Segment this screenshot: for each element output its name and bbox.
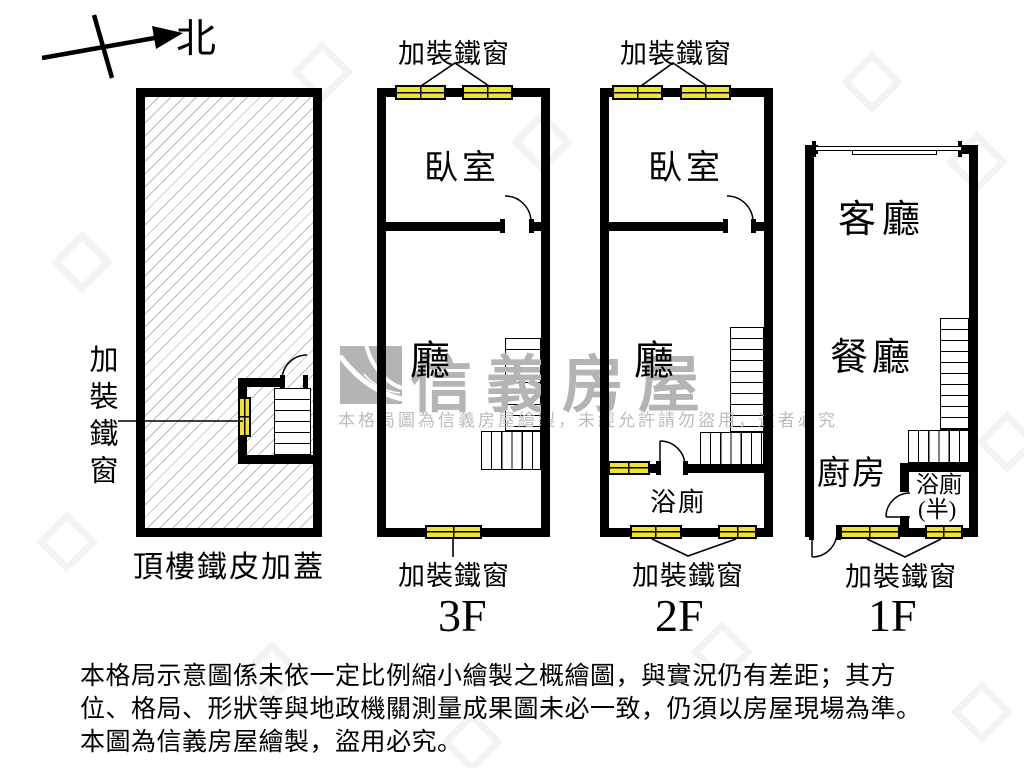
door-jamb bbox=[303, 375, 308, 389]
f1-floor-name: 1F bbox=[868, 590, 917, 641]
f2-bedroom-wall bbox=[609, 222, 727, 231]
iron-window-marker-f3-bottom bbox=[425, 525, 482, 539]
f1-bottom-pointer-line bbox=[866, 538, 942, 558]
rooftop-stairroom-wall-bottom bbox=[238, 455, 313, 464]
f3-stairs-lower-run bbox=[481, 431, 541, 470]
iron-window-marker-f2-bottom-left bbox=[630, 525, 682, 539]
door-jamb bbox=[500, 219, 505, 233]
f1-half-bath-label-line2: (半) bbox=[918, 497, 957, 522]
iron-window-marker-f3-top-right bbox=[462, 85, 513, 100]
f3-bedroom-label: 臥室 bbox=[424, 150, 500, 187]
door-jamb bbox=[751, 219, 756, 233]
iron-window-marker-rooftop bbox=[238, 397, 251, 437]
rooftop-stairroom-wall-top bbox=[238, 378, 285, 387]
watermark-notice-text: 本格局圖為信義房屋繪製，未經允許請勿盜用，違者必究 bbox=[338, 411, 838, 430]
f2-wall-bottom bbox=[600, 528, 773, 537]
f2-bottom-pointer-line bbox=[651, 538, 737, 557]
f1-storefront-window-pane bbox=[852, 150, 937, 155]
f1-stairs-upper-run bbox=[940, 318, 969, 430]
f3-wall-right bbox=[541, 88, 550, 537]
f3-stairs-upper-run bbox=[505, 338, 541, 431]
f1-kitchen-label: 廚房 bbox=[817, 456, 887, 492]
f1-iron-window-label: 加裝鐵窗 bbox=[845, 562, 957, 592]
f1-living-room-label: 客廳 bbox=[838, 199, 927, 241]
door-jamb bbox=[723, 219, 728, 233]
f3-hall-label: 廳 bbox=[410, 338, 450, 383]
f1-wall-bottom bbox=[840, 528, 978, 537]
f2-hall-label: 廳 bbox=[634, 338, 674, 383]
door-jamb bbox=[280, 375, 285, 389]
f1-entrance-door-arc bbox=[811, 531, 838, 558]
f1-stairs-lower-run bbox=[908, 430, 969, 463]
iron-window-marker-f2-interior bbox=[608, 461, 650, 475]
north-arrow-head-icon bbox=[152, 26, 183, 49]
f3-floor-name: 3F bbox=[438, 590, 487, 641]
f2-bedroom-label: 臥室 bbox=[648, 150, 724, 187]
disclaimer-line-1: 本格局示意圖係未依一定比例縮小繪製之概繪圖，與實況仍有差距；其方 bbox=[80, 663, 897, 690]
f1-wall-left bbox=[805, 145, 814, 537]
f1-half-bath-label-line1: 浴廁 bbox=[916, 472, 962, 497]
door-jamb bbox=[683, 461, 688, 475]
rooftop-wall-left bbox=[136, 88, 145, 537]
f3-bedroom-door-arc bbox=[504, 195, 532, 223]
f3-bedroom-wall bbox=[386, 222, 504, 231]
rooftop-wall-right bbox=[313, 88, 322, 537]
f2-floor-name: 2F bbox=[655, 590, 704, 641]
iron-window-marker-f2-bottom-right bbox=[718, 525, 757, 539]
rooftop-iron-window-label: 加裝鐵窗 bbox=[85, 344, 117, 492]
f2-wall-left bbox=[600, 88, 609, 537]
iron-window-marker-f2-top-left bbox=[612, 85, 663, 100]
f1-bath-wall-top bbox=[900, 463, 978, 472]
disclaimer-line-3: 本圖為信義房屋繪製，盜用必究。 bbox=[80, 729, 463, 756]
door-jamb bbox=[656, 461, 661, 475]
f2-iron-window-label-bottom: 加裝鐵窗 bbox=[632, 561, 744, 591]
f3-top-pointer-line bbox=[420, 62, 490, 87]
f3-wall-left bbox=[377, 88, 386, 537]
iron-window-marker-f2-top-right bbox=[680, 85, 731, 100]
watermark-brand-text: 信義房屋 bbox=[410, 352, 715, 420]
rooftop-door-arc bbox=[281, 354, 308, 381]
f1-bathroom-door-arc bbox=[885, 492, 911, 518]
f2-wall-right bbox=[764, 88, 773, 537]
f3-iron-window-label-bottom: 加裝鐵窗 bbox=[398, 561, 510, 591]
disclaimer-line-2: 位、格局、形狀等與地政機關測量成果圖未必一致，仍須以房屋現場為準。 bbox=[80, 696, 922, 723]
door-jamb bbox=[836, 525, 841, 540]
north-label: 北 bbox=[176, 16, 216, 61]
f2-bath-wall-right bbox=[686, 464, 764, 473]
north-arrow-cross bbox=[91, 14, 115, 79]
f1-bath-wall-left-lower bbox=[900, 516, 909, 537]
f2-bathroom-label: 浴廁 bbox=[650, 488, 707, 517]
f1-dining-room-label: 餐廳 bbox=[830, 337, 915, 379]
f2-stairs-lower-run bbox=[700, 432, 764, 465]
f2-top-pointer-line bbox=[640, 62, 708, 87]
f2-bedroom-door-arc bbox=[726, 195, 754, 223]
f1-wall-right bbox=[969, 145, 978, 537]
rooftop-caption: 頂樓鐵皮加蓋 bbox=[133, 551, 325, 584]
f2-bathroom-door-arc bbox=[659, 440, 686, 467]
iron-window-marker-f1-bottom-left bbox=[840, 525, 900, 539]
rooftop-wall-top bbox=[136, 88, 322, 97]
f3-bedroom-wall-stub bbox=[531, 222, 541, 231]
iron-window-marker-f3-top-left bbox=[395, 85, 446, 100]
iron-window-marker-f1-bottom-right bbox=[925, 525, 963, 539]
f2-bedroom-wall-stub bbox=[755, 222, 764, 231]
rooftop-wall-bottom bbox=[136, 528, 322, 537]
door-jamb bbox=[529, 219, 534, 233]
disclaimer-text: 本格局示意圖係未依一定比例縮小繪製之概繪圖，與實況仍有差距；其方 位、格局、形狀… bbox=[80, 660, 922, 759]
f1-bath-wall-left bbox=[900, 463, 909, 492]
window-jamb bbox=[812, 141, 816, 157]
f2-stairs-upper-run bbox=[730, 327, 764, 432]
